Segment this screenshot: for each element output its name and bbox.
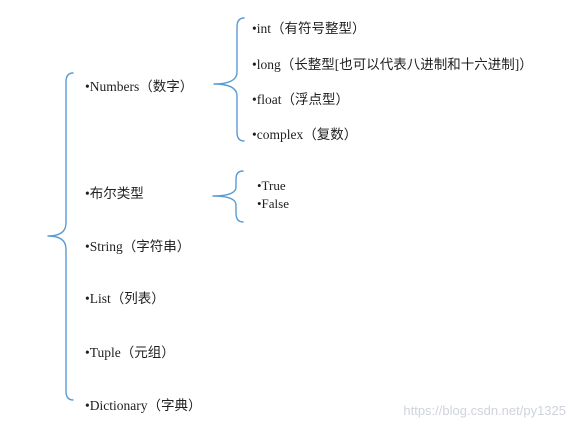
numbers-item-long: •long（长整型[也可以代表八进制和十六进制]） bbox=[252, 57, 533, 72]
watermark-text: https://blog.csdn.net/py1325 bbox=[403, 403, 566, 418]
main-item-dictionary: •Dictionary（字典） bbox=[85, 398, 202, 413]
main-item-string: •String（字符串） bbox=[85, 239, 191, 254]
main-item-boolean: •布尔类型 bbox=[85, 186, 144, 201]
main-item-numbers: •Numbers（数字） bbox=[85, 79, 194, 94]
numbers-item-int: •int（有符号整型） bbox=[252, 21, 366, 36]
boolean-item-false: •False bbox=[257, 196, 289, 211]
main-item-list: •List（列表） bbox=[85, 291, 165, 306]
main-item-tuple: •Tuple（元组） bbox=[85, 345, 175, 360]
numbers-item-float: •float（浮点型） bbox=[252, 92, 349, 107]
main-brace bbox=[47, 72, 74, 401]
numbers-item-complex: •complex（复数） bbox=[252, 127, 358, 142]
boolean-brace bbox=[212, 170, 244, 223]
numbers-brace bbox=[213, 17, 245, 142]
boolean-item-true: •True bbox=[257, 178, 286, 193]
